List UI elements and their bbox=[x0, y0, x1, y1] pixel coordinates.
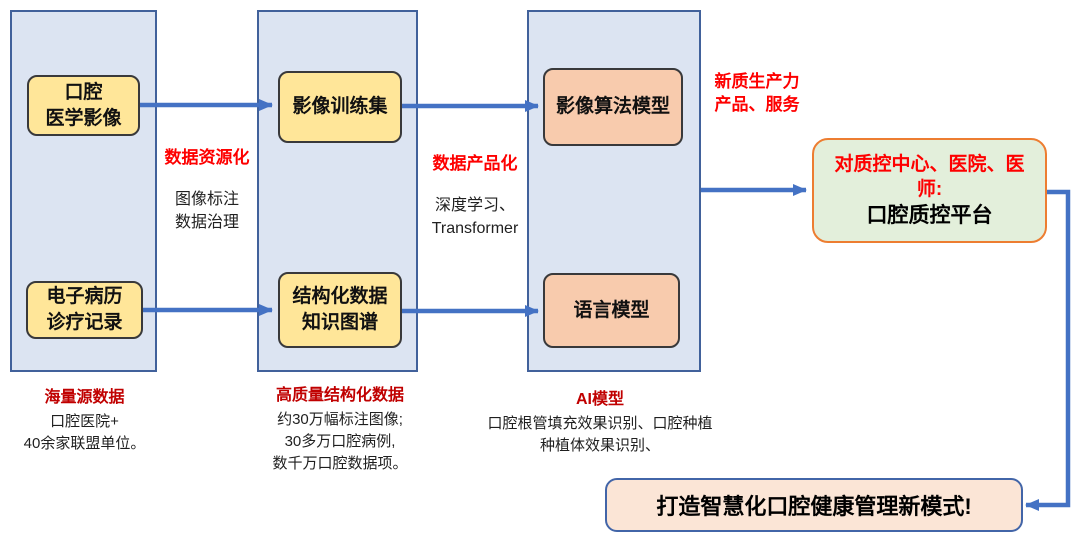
caption-title: 海量源数据 bbox=[44, 389, 125, 406]
platform-name-text: 口腔质控平台 bbox=[866, 204, 993, 227]
node-imaging-algorithm-model: 影像算法模型 bbox=[543, 68, 683, 146]
process-label-title: 新质生产力 产品、服务 bbox=[714, 72, 800, 114]
caption-ai-models: AI模型 口腔根管填充效果识别、口腔种植 种植体效果识别、 bbox=[447, 388, 753, 457]
caption-body: 口腔根管填充效果识别、口腔种植 种植体效果识别、 bbox=[487, 415, 713, 454]
process-label-title: 数据资源化 bbox=[164, 148, 250, 167]
caption-title: AI模型 bbox=[575, 391, 624, 408]
node-structured-data-knowledge-graph: 结构化数据 知识图谱 bbox=[278, 272, 402, 348]
node-language-model: 语言模型 bbox=[543, 273, 680, 348]
caption-body: 约30万幅标注图像; 30多万口腔病例, 数千万口腔数据项。 bbox=[272, 411, 408, 472]
process-label-body: 深度学习、 Transformer bbox=[431, 197, 519, 237]
caption-title: 高质量结构化数据 bbox=[275, 387, 404, 404]
process-label-body: 图像标注 数据治理 bbox=[174, 191, 239, 231]
node-electronic-records: 电子病历 诊疗记录 bbox=[26, 281, 143, 339]
process-label-new-productivity: 新质生产力 产品、服务 bbox=[695, 70, 819, 116]
node-quality-control-platform: 对质控中心、医院、医师: 口腔质控平台 bbox=[812, 138, 1047, 243]
node-oral-medical-imaging: 口腔 医学影像 bbox=[27, 75, 140, 136]
platform-audience-text: 对质控中心、医院、医师: bbox=[834, 154, 1025, 200]
process-label-data-productization: 数据产品化 深度学习、 Transformer bbox=[413, 153, 537, 240]
caption-body: 口腔医院+ 40余家联盟单位。 bbox=[23, 413, 146, 452]
node-image-training-set: 影像训练集 bbox=[278, 71, 402, 143]
process-label-data-resourcing: 数据资源化 图像标注 数据治理 bbox=[150, 147, 264, 234]
node-result-smart-oral-health: 打造智慧化口腔健康管理新模式! bbox=[605, 478, 1023, 532]
caption-massive-source-data: 海量源数据 口腔医院+ 40余家联盟单位。 bbox=[2, 386, 167, 455]
caption-high-quality-structured-data: 高质量结构化数据 约30万幅标注图像; 30多万口腔病例, 数千万口腔数据项。 bbox=[250, 384, 430, 475]
process-label-title: 数据产品化 bbox=[432, 154, 518, 173]
